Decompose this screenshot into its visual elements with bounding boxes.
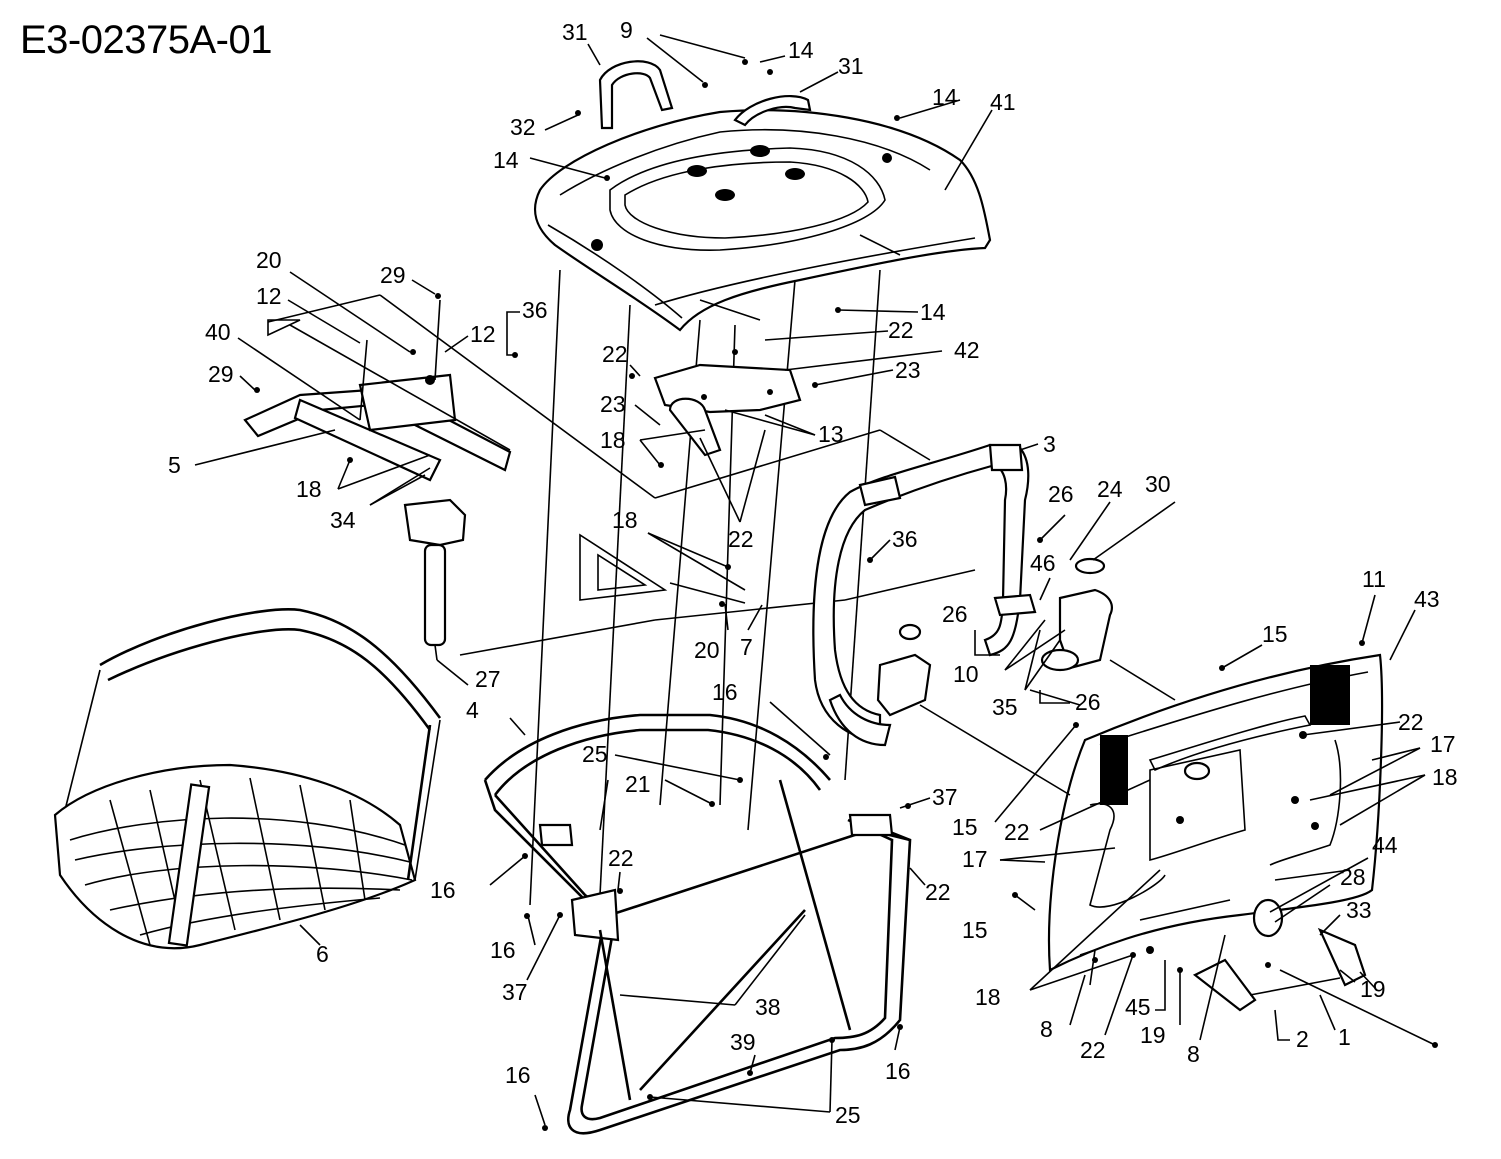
callout-14: 14	[493, 147, 519, 173]
hood-cover	[533, 109, 992, 332]
hinge-brackets	[1079, 927, 1436, 1046]
callout-18: 18	[296, 476, 322, 502]
leader-lines	[194, 34, 1426, 1126]
callout-4: 4	[466, 697, 479, 723]
callout-38: 38	[755, 994, 781, 1020]
callout-22: 22	[1004, 819, 1030, 845]
callout-1: 1	[1338, 1024, 1351, 1050]
callout-17: 17	[962, 846, 988, 872]
gas-spring	[403, 498, 467, 661]
callout-16: 16	[490, 937, 516, 963]
callout-26: 26	[1075, 689, 1101, 715]
callout-14: 14	[920, 299, 946, 325]
callout-22: 22	[925, 879, 951, 905]
callout-44: 44	[1372, 832, 1398, 858]
callout-31: 31	[838, 53, 864, 79]
assembly-lines	[669, 569, 1176, 796]
callout-42: 42	[954, 337, 980, 363]
callout-27: 27	[475, 666, 501, 692]
callout-14: 14	[788, 37, 814, 63]
callout-15: 15	[952, 814, 978, 840]
callout-32: 32	[510, 114, 536, 140]
callout-24: 24	[1097, 476, 1123, 502]
callout-43: 43	[1414, 586, 1440, 612]
callout-18: 18	[600, 427, 626, 453]
callout-16: 16	[712, 679, 738, 705]
callout-8: 8	[1040, 1016, 1053, 1042]
callout-11: 11	[1362, 566, 1386, 592]
callout-3: 3	[1043, 431, 1056, 457]
bracket-plate	[653, 349, 802, 457]
callout-5: 5	[168, 452, 181, 478]
callout-25: 25	[835, 1102, 861, 1128]
callout-21: 21	[625, 771, 651, 797]
callout-20: 20	[694, 637, 720, 663]
callouts: 31 9 14 31 32 14 14 41 20 29 12 36 12 40…	[168, 17, 1458, 1128]
callout-2: 2	[1296, 1026, 1309, 1052]
callout-15: 15	[1262, 621, 1288, 647]
callout-35: 35	[992, 694, 1018, 720]
callout-18: 18	[1432, 764, 1458, 790]
callout-25: 25	[582, 741, 608, 767]
callout-16: 16	[505, 1062, 531, 1088]
callout-14: 14	[932, 84, 958, 110]
callout-37: 37	[932, 784, 958, 810]
callout-30: 30	[1145, 471, 1171, 497]
lower-bag-frame	[483, 713, 912, 1135]
hood-handles	[598, 60, 812, 130]
callout-22: 22	[1080, 1037, 1106, 1063]
callout-10: 10	[953, 661, 979, 687]
callout-22: 22	[728, 526, 754, 552]
callout-23: 23	[895, 357, 921, 383]
callout-19: 19	[1140, 1022, 1166, 1048]
callout-36: 36	[522, 297, 548, 323]
callout-39: 39	[730, 1029, 756, 1055]
callout-29: 29	[208, 361, 234, 387]
callout-31: 31	[562, 19, 588, 45]
callout-34: 34	[330, 507, 356, 533]
callout-29: 29	[380, 262, 406, 288]
callout-16: 16	[885, 1058, 911, 1084]
callout-9: 9	[620, 17, 633, 43]
callout-22: 22	[1398, 709, 1424, 735]
callout-41: 41	[990, 89, 1016, 115]
callout-20: 20	[256, 247, 282, 273]
callout-37: 37	[502, 979, 528, 1005]
collector-mesh-basket	[53, 608, 442, 950]
callout-33: 33	[1346, 897, 1372, 923]
callout-26: 26	[942, 601, 968, 627]
callout-16: 16	[430, 877, 456, 903]
diagram-code: E3-02375A-01	[20, 18, 272, 62]
callout-8: 8	[1187, 1041, 1200, 1067]
callout-22: 22	[888, 317, 914, 343]
callout-6: 6	[316, 941, 329, 967]
callout-18: 18	[612, 507, 638, 533]
callout-17: 17	[1430, 731, 1456, 757]
callout-22: 22	[602, 341, 628, 367]
tube-handle	[812, 443, 1030, 747]
callout-13: 13	[818, 421, 844, 447]
callout-15: 15	[962, 917, 988, 943]
height-knob-assembly	[876, 557, 1113, 717]
callout-12: 12	[470, 321, 496, 347]
callout-26: 26	[1048, 481, 1074, 507]
callout-12: 12	[256, 283, 282, 309]
callout-46: 46	[1030, 550, 1056, 576]
callout-45: 45	[1125, 994, 1151, 1020]
callout-28: 28	[1340, 864, 1366, 890]
callout-18: 18	[975, 984, 1001, 1010]
callout-36: 36	[892, 526, 918, 552]
callout-19: 19	[1360, 976, 1386, 1002]
callout-7: 7	[740, 634, 753, 660]
callout-23: 23	[600, 391, 626, 417]
callout-22: 22	[608, 845, 634, 871]
callout-40: 40	[205, 319, 231, 345]
left-height-bracket	[243, 299, 512, 482]
